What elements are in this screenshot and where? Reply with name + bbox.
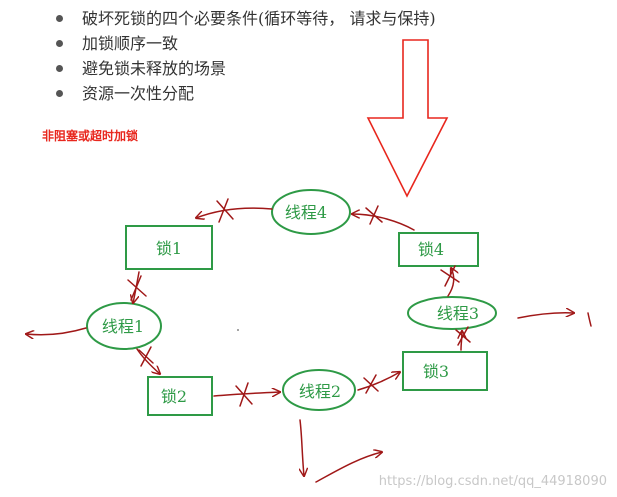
arrow-lock4-to-thread4 <box>352 214 415 231</box>
cross-mark <box>127 275 147 301</box>
cross-mark <box>365 205 383 225</box>
arrow-thread3-right <box>517 313 574 319</box>
dot <box>237 329 239 331</box>
watermark: https://blog.csdn.net/qq_44918090 <box>378 474 607 489</box>
lock2-box <box>147 376 213 416</box>
arrow-thread1-to-lock2 <box>136 348 160 374</box>
lock1-label: 锁1 <box>156 239 182 258</box>
thread2-label: 线程2 <box>299 382 341 401</box>
arrow-thread2-down <box>300 419 304 476</box>
bullet-item: 加锁顺序一致 <box>52 31 436 56</box>
bullet-item: 破坏死锁的四个必要条件(循环等待， 请求与保持) <box>52 6 436 31</box>
lock2-label: 锁2 <box>161 387 187 406</box>
thread3-label: 线程3 <box>437 304 479 323</box>
thread1-label: 线程1 <box>102 317 144 336</box>
red-note: 非阻塞或超时加锁 <box>42 129 139 143</box>
bullet-item: 资源一次性分配 <box>52 81 436 106</box>
thread1-ellipse <box>86 302 162 350</box>
arrow-thread2-to-lock3 <box>357 372 400 391</box>
cross-mark <box>138 346 154 367</box>
cross-mark <box>440 265 460 287</box>
tick-mark-right <box>587 312 592 327</box>
arrow-thread4-to-lock1 <box>196 207 273 218</box>
arrow-lock3-to-thread3 <box>461 331 462 351</box>
lock1-box <box>125 225 213 270</box>
cross-mark <box>455 326 471 346</box>
cross-mark <box>235 382 253 407</box>
arrow-lower-right <box>315 452 382 483</box>
arrow-thread1-left <box>26 327 87 335</box>
lock4-label: 锁4 <box>418 240 444 259</box>
bullet-item: 避免锁未释放的场景 <box>52 56 436 81</box>
bullet-list: 破坏死锁的四个必要条件(循环等待， 请求与保持) 加锁顺序一致 避免锁未释放的场… <box>52 6 436 106</box>
thread4-label: 线程4 <box>285 203 327 222</box>
thread4-ellipse <box>271 189 351 235</box>
cross-mark <box>363 374 379 394</box>
thread2-ellipse <box>282 369 356 411</box>
arrow-thread3-to-lock4 <box>447 268 454 297</box>
arrow-lock2-to-thread2 <box>213 392 280 396</box>
thread3-ellipse <box>407 296 497 330</box>
cross-mark <box>216 198 234 223</box>
lock3-box <box>402 351 488 391</box>
lock3-label: 锁3 <box>423 362 449 381</box>
big-down-arrow <box>366 39 449 198</box>
lock4-box <box>398 232 479 267</box>
